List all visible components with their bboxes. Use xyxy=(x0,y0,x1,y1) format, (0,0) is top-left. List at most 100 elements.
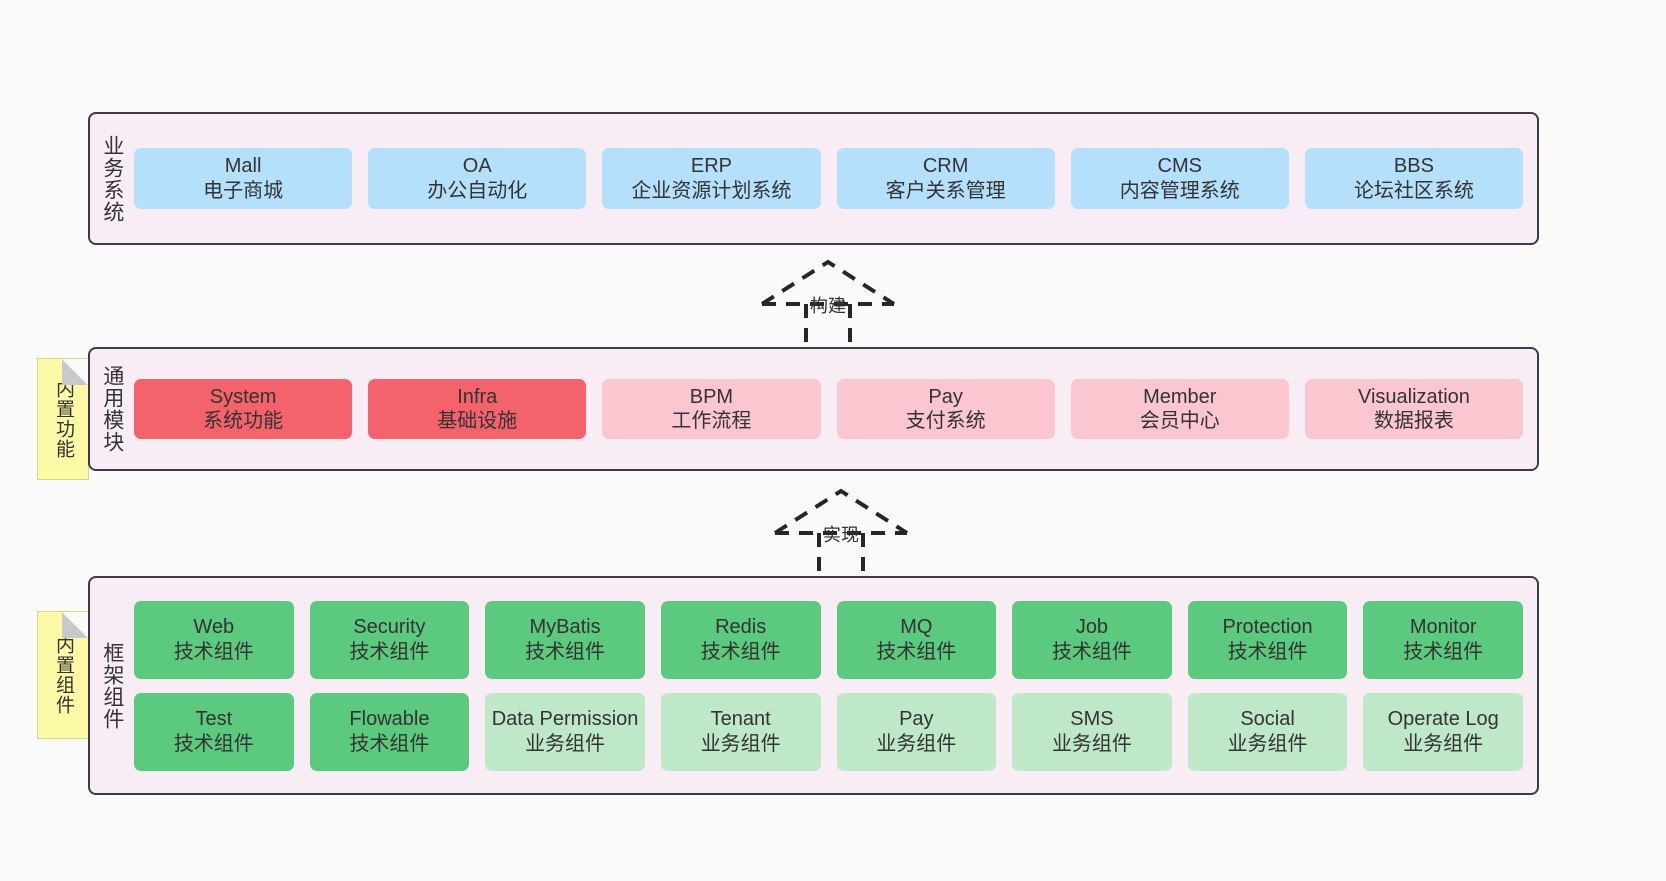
node-subtitle: 业务组件 xyxy=(1227,732,1308,755)
connector-shaft xyxy=(817,533,865,577)
node-monitor[interactable]: Monitor 技术组件 xyxy=(1363,600,1523,679)
node-pay[interactable]: Pay 支付系统 xyxy=(836,378,1055,440)
node-title: Member xyxy=(1143,385,1217,408)
node-crm[interactable]: CRM 客户关系管理 xyxy=(836,148,1055,209)
node-mq[interactable]: MQ 技术组件 xyxy=(836,600,997,679)
node-subtitle: 业务组件 xyxy=(1403,732,1484,755)
node-row: Web 技术组件 Security 技术组件 MyBatis 技术组件 Redi… xyxy=(134,600,1523,679)
node-test[interactable]: Test 技术组件 xyxy=(134,692,294,771)
node-bbs[interactable]: BBS 论坛社区系统 xyxy=(1304,148,1524,209)
arrowhead-open-triangle xyxy=(760,259,896,306)
node-title: Pay xyxy=(928,385,963,408)
node-member[interactable]: Member 会员中心 xyxy=(1070,378,1289,440)
node-title: BBS xyxy=(1393,155,1434,178)
layer-business-systems: 业务系统 Mall 电子商城 OA 办公自动化 ERP 企业资源计划系统 CRM… xyxy=(88,112,1539,245)
node-title: CMS xyxy=(1157,155,1202,178)
node-title: OA xyxy=(462,155,492,178)
node-system[interactable]: System 系统功能 xyxy=(134,378,353,440)
node-title: Visualization xyxy=(1357,385,1470,408)
node-title: Data Permission xyxy=(491,708,639,731)
connector-label-build: 构建 xyxy=(810,296,846,316)
node-title: Pay xyxy=(899,708,934,731)
node-data-permission[interactable]: Data Permission 业务组件 xyxy=(485,692,645,771)
node-title: Tenant xyxy=(710,708,771,731)
node-row: System 系统功能 Infra 基础设施 BPM 工作流程 Pay 支付系统… xyxy=(134,378,1524,440)
node-subtitle: 系统功能 xyxy=(203,410,284,432)
node-title: Protection xyxy=(1222,616,1313,639)
layer-title-framework-components: 框架组件 xyxy=(100,641,124,730)
node-flowable[interactable]: Flowable 技术组件 xyxy=(309,692,470,771)
node-pay-component[interactable]: Pay 业务组件 xyxy=(836,692,997,771)
node-job[interactable]: Job 技术组件 xyxy=(1012,600,1172,679)
node-title: Flowable xyxy=(349,708,430,731)
node-security[interactable]: Security 技术组件 xyxy=(309,600,470,679)
node-visualization[interactable]: Visualization 数据报表 xyxy=(1304,378,1524,440)
node-title: Social xyxy=(1240,708,1295,731)
node-subtitle: 论坛社区系统 xyxy=(1353,179,1474,202)
connector-build: 构建 xyxy=(758,258,898,350)
node-row: Test 技术组件 Flowable 技术组件 Data Permission … xyxy=(134,692,1523,771)
node-subtitle: 客户关系管理 xyxy=(885,179,1006,202)
layer-title-common-modules: 通用模块 xyxy=(100,365,124,453)
node-redis[interactable]: Redis 技术组件 xyxy=(660,600,821,679)
sticky-note-label: 内置功能 xyxy=(52,379,74,459)
node-title: Monitor xyxy=(1409,616,1477,639)
node-bpm[interactable]: BPM 工作流程 xyxy=(602,378,821,440)
node-title: SMS xyxy=(1070,708,1114,731)
node-title: BPM xyxy=(689,385,734,408)
node-subtitle: 技术组件 xyxy=(349,732,430,755)
node-sms[interactable]: SMS 业务组件 xyxy=(1012,692,1172,771)
node-mybatis[interactable]: MyBatis 技术组件 xyxy=(485,600,645,679)
node-subtitle: 技术组件 xyxy=(349,640,430,663)
node-subtitle: 办公自动化 xyxy=(427,179,528,202)
node-title: Security xyxy=(353,616,426,639)
sticky-note-builtin-components: 内置组件 xyxy=(37,611,89,739)
node-subtitle: 业务组件 xyxy=(1051,732,1132,755)
layer-body-common-modules: System 系统功能 Infra 基础设施 BPM 工作流程 Pay 支付系统… xyxy=(134,349,1537,469)
node-infra[interactable]: Infra 基础设施 xyxy=(368,378,587,440)
connector-label-implement: 实现 xyxy=(823,525,859,545)
node-title: Mall xyxy=(224,155,262,178)
node-erp[interactable]: ERP 企业资源计划系统 xyxy=(602,148,821,209)
node-title: ERP xyxy=(690,155,732,178)
node-subtitle: 技术组件 xyxy=(173,640,254,663)
node-subtitle: 技术组件 xyxy=(1403,640,1484,663)
node-subtitle: 企业资源计划系统 xyxy=(631,179,792,202)
node-protection[interactable]: Protection 技术组件 xyxy=(1187,600,1348,679)
node-subtitle: 内容管理系统 xyxy=(1119,179,1240,202)
node-title: CRM xyxy=(922,155,969,178)
node-row: Mall 电子商城 OA 办公自动化 ERP 企业资源计划系统 CRM 客户关系… xyxy=(134,148,1524,209)
layer-body-framework-components: Web 技术组件 Security 技术组件 MyBatis 技术组件 Redi… xyxy=(134,578,1537,793)
node-web[interactable]: Web 技术组件 xyxy=(134,600,294,679)
node-subtitle: 会员中心 xyxy=(1139,410,1220,432)
node-subtitle: 电子商城 xyxy=(203,179,284,202)
node-subtitle: 技术组件 xyxy=(876,640,957,663)
node-oa[interactable]: OA 办公自动化 xyxy=(368,148,587,209)
node-subtitle: 数据报表 xyxy=(1373,410,1454,432)
node-subtitle: 技术组件 xyxy=(173,732,254,755)
node-title: Redis xyxy=(715,616,767,639)
arrowhead-open-triangle xyxy=(773,488,909,535)
node-subtitle: 技术组件 xyxy=(700,640,781,663)
node-subtitle: 支付系统 xyxy=(905,410,986,432)
layer-body-business-systems: Mall 电子商城 OA 办公自动化 ERP 企业资源计划系统 CRM 客户关系… xyxy=(134,114,1537,243)
node-subtitle: 工作流程 xyxy=(671,410,752,432)
node-title: Test xyxy=(195,708,233,731)
layer-common-modules: 通用模块 System 系统功能 Infra 基础设施 BPM 工作流程 Pay… xyxy=(88,347,1539,471)
node-title: Operate Log xyxy=(1387,708,1499,731)
node-tenant[interactable]: Tenant 业务组件 xyxy=(660,692,821,771)
node-subtitle: 技术组件 xyxy=(1227,640,1308,663)
node-mall[interactable]: Mall 电子商城 xyxy=(134,148,353,209)
node-title: System xyxy=(209,385,277,408)
node-subtitle: 技术组件 xyxy=(1051,640,1132,663)
node-cms[interactable]: CMS 内容管理系统 xyxy=(1070,148,1289,209)
node-title: Infra xyxy=(457,385,498,408)
node-operate-log[interactable]: Operate Log 业务组件 xyxy=(1363,692,1523,771)
node-title: Web xyxy=(193,616,235,639)
node-title: MyBatis xyxy=(529,616,601,639)
node-subtitle: 基础设施 xyxy=(437,410,518,432)
sticky-note-builtin-features: 内置功能 xyxy=(37,358,89,480)
node-subtitle: 业务组件 xyxy=(525,732,606,755)
node-social[interactable]: Social 业务组件 xyxy=(1187,692,1348,771)
node-subtitle: 业务组件 xyxy=(700,732,781,755)
